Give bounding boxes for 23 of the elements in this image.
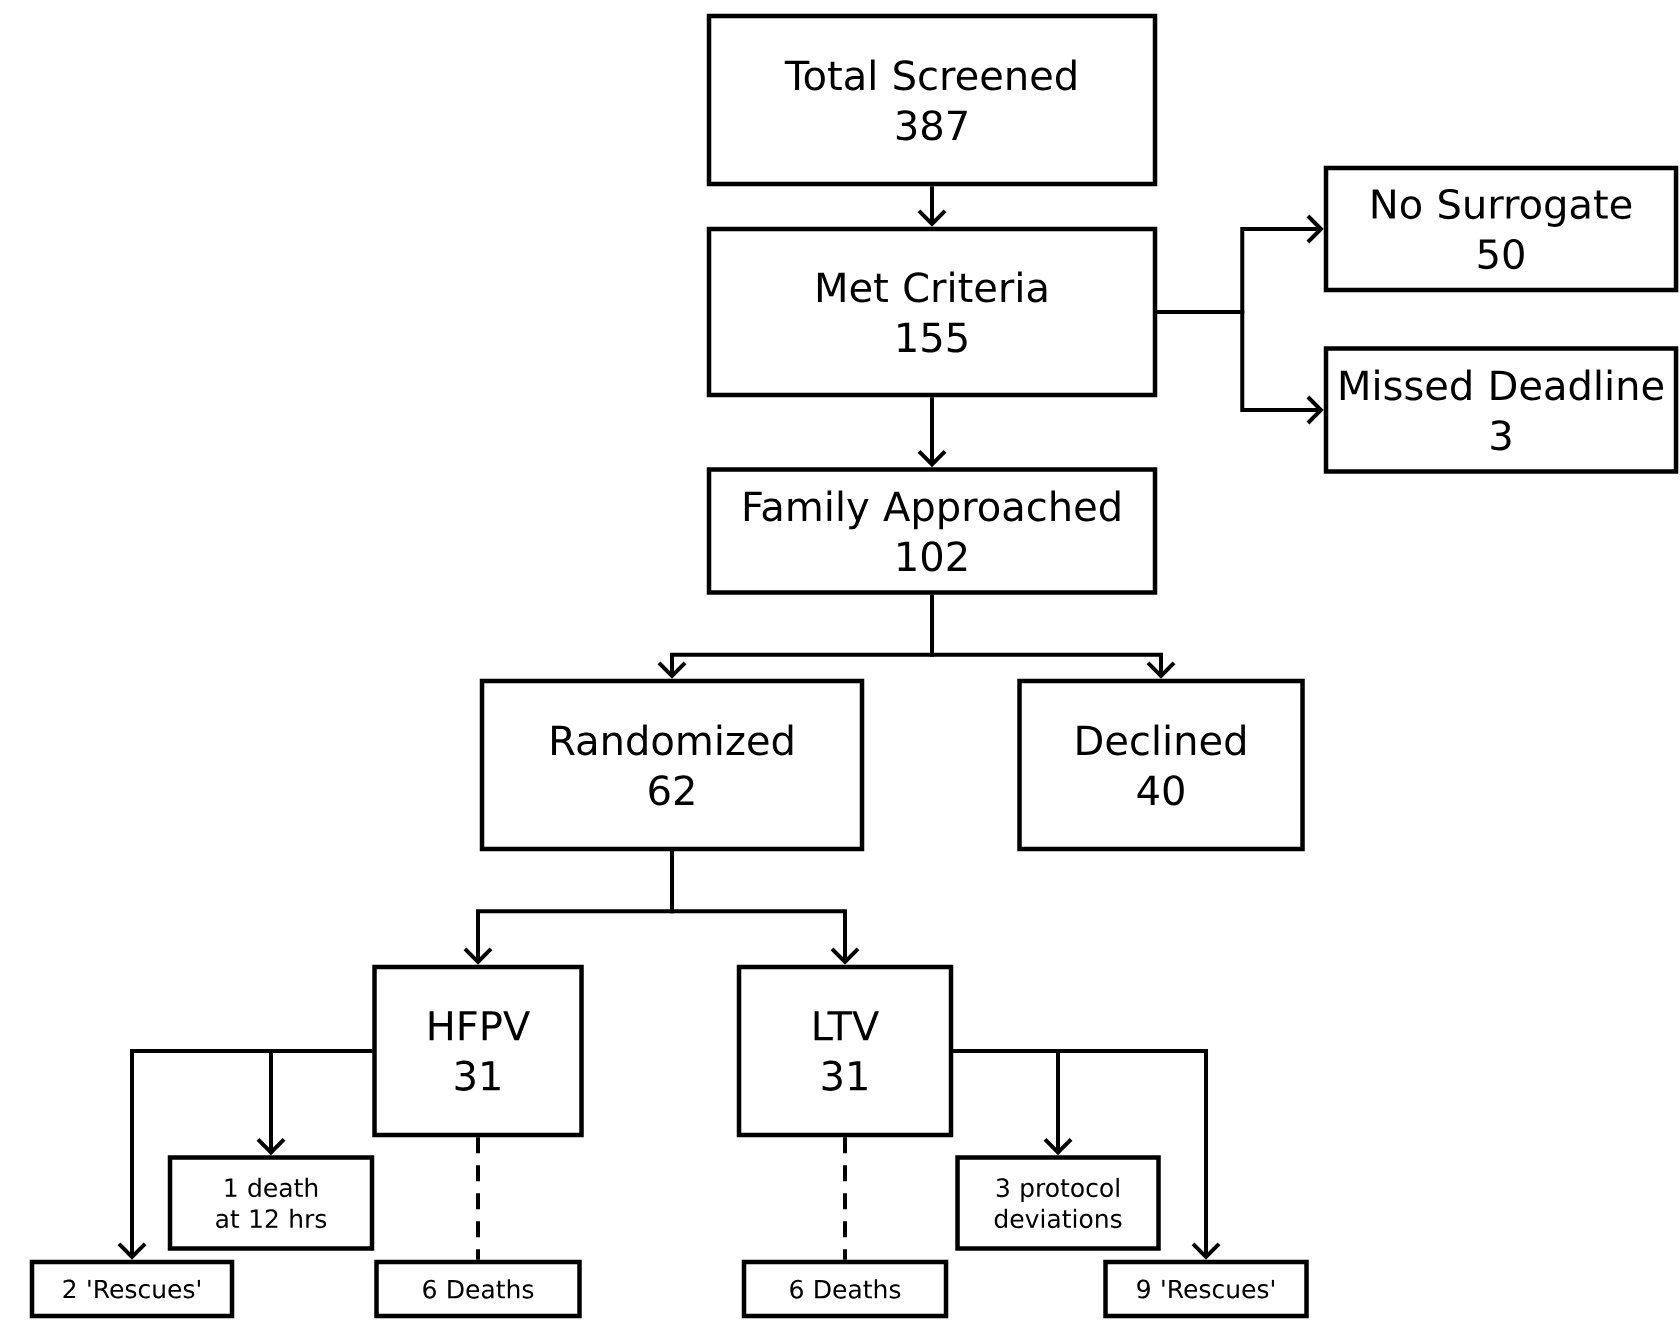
arrow xyxy=(930,594,1176,679)
arrow xyxy=(670,851,860,965)
arrow xyxy=(953,1049,1221,1260)
arrow xyxy=(256,1049,373,1156)
arrow xyxy=(917,397,947,468)
process-box: LTV 31 xyxy=(736,964,954,1138)
process-box: 9 'Rescues' xyxy=(1103,1259,1309,1319)
process-box: Total Screened 387 xyxy=(706,13,1158,187)
process-box: 1 death at 12 hrs xyxy=(167,1155,375,1251)
process-box: 6 Deaths xyxy=(374,1259,582,1319)
process-box: Missed Deadline 3 xyxy=(1323,346,1679,474)
process-box: Family Approached 102 xyxy=(706,467,1158,595)
process-box: Randomized 62 xyxy=(479,678,865,852)
process-box: 6 Deaths xyxy=(741,1259,949,1319)
process-box: 3 protocol deviations xyxy=(955,1155,1161,1251)
process-box: No Surrogate 50 xyxy=(1323,165,1679,293)
process-box: Met Criteria 155 xyxy=(706,226,1158,398)
process-box: 2 'Rescues' xyxy=(29,1259,235,1319)
dashed-line xyxy=(476,1137,480,1260)
process-box: HFPV 31 xyxy=(372,964,584,1138)
arrow xyxy=(1157,310,1324,425)
process-box: Declined 40 xyxy=(1017,678,1305,852)
dashed-line xyxy=(843,1137,847,1260)
